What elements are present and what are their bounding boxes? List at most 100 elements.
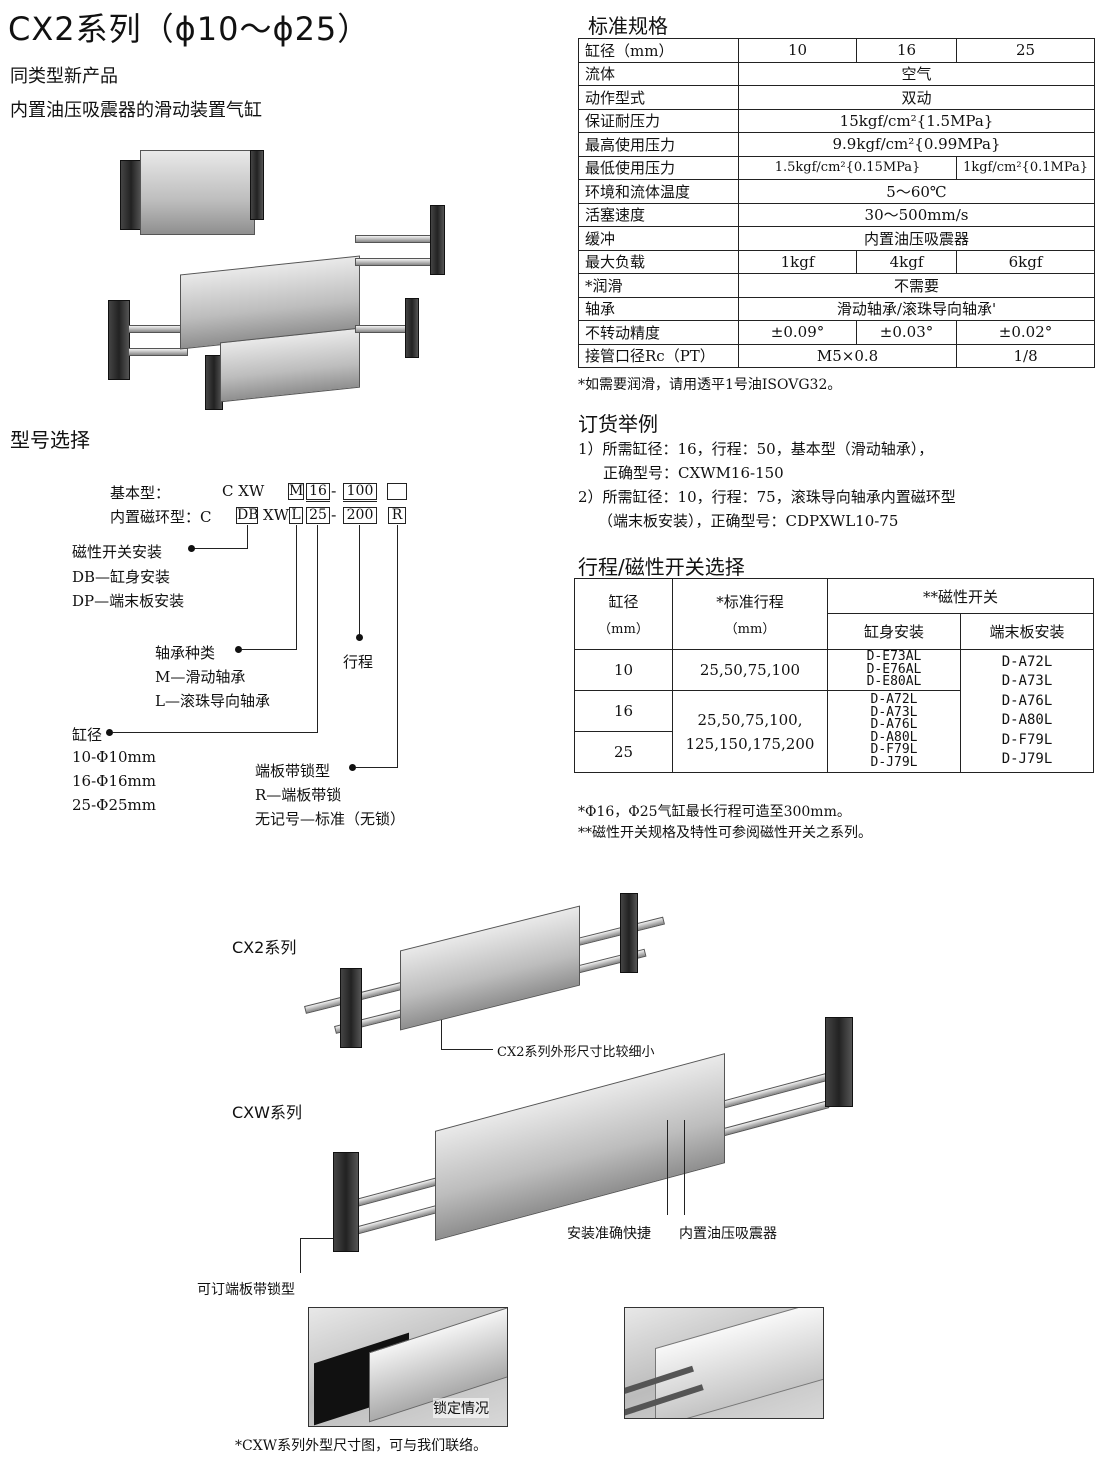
table-row: 缸径（mm） 10 16 25 — [578, 38, 1095, 63]
bore-25: 25-Φ25mm — [72, 796, 156, 814]
bore-dot — [106, 729, 113, 736]
basic-dash: - — [331, 482, 337, 500]
spec-label: 活塞速度 — [578, 202, 739, 227]
spec-label: 最大负载 — [578, 249, 739, 274]
cx2-series-label: CX2系列 — [232, 938, 297, 957]
bore-header-label: 缸径 — [608, 593, 639, 611]
stroke-dot — [356, 634, 363, 641]
switch-model: D-A72L — [1001, 653, 1053, 670]
table-row: 缸径 （mm） *标准行程 （mm） **磁性开关 — [574, 578, 1094, 650]
bottom-note: *CXW系列外型尺寸图，可与我们联络。 — [235, 1438, 488, 1454]
lock-state-photo: 锁定情况 — [308, 1307, 508, 1427]
spec-cell: 滑动轴承/滚珠导向轴承' — [738, 296, 1095, 321]
switch-model: D-F79L — [870, 742, 918, 757]
switch-model: D-A76L — [870, 717, 918, 732]
bearing-label: 轴承种类 — [155, 644, 216, 662]
switch-model: D-E76AL — [866, 661, 922, 677]
stroke-note-2: **磁性开关规格及特性可参阅磁性开关之系列。 — [578, 825, 872, 841]
basic-m-box: M — [288, 483, 304, 500]
switch-mount-dot — [188, 545, 195, 552]
spec-cell: 16 — [855, 38, 958, 63]
spec-cell: 1/8 — [956, 343, 1095, 368]
spec-table: 缸径（mm） 10 16 25 流体 空气 动作型式 双动 保证耐压力 15kg… — [578, 38, 1095, 368]
col-body-header: 缸身安装 — [827, 613, 961, 650]
order-line-4: （端末板安装），正确型号：CDPXWL10-75 — [598, 512, 899, 530]
magnet-bore-box: 25 — [306, 507, 330, 524]
bearing-m: M—滑动轴承 — [155, 668, 246, 686]
order-heading: 订货举例 — [578, 412, 658, 436]
table-row: 最大负载 1kgf 4kgf 6kgf — [578, 249, 1095, 274]
basic-stroke-box: 100 — [343, 483, 377, 500]
spec-cell: 10 — [738, 38, 857, 63]
basic-bore-box: 16 — [306, 483, 330, 500]
switch-model: D-A80L — [1001, 712, 1053, 728]
basic-type-label: 基本型： — [110, 484, 171, 502]
col-end-header: 端末板安装 — [960, 613, 1094, 650]
callout-install: 安装准确快捷 — [567, 1226, 651, 1242]
spec-label: 缓冲 — [578, 226, 739, 251]
switch-model: D-E80AL — [866, 674, 922, 690]
spec-cell: 5～60℃ — [738, 179, 1095, 204]
table-row: 不转动精度 ±0.09° ±0.03° ±0.02° — [578, 320, 1095, 345]
stroke-note-1: *Φ16，Φ25气缸最长行程可造至300mm。 — [578, 804, 851, 820]
spec-label: 最低使用压力 — [578, 155, 739, 180]
table-row: 缸身安装 端末板安装 — [575, 613, 1094, 650]
switch-body-cell: D-E73AL D-E76AL D-E80AL — [827, 649, 961, 691]
table-row: 接管口径Rc（PT） M5×0.8 1/8 — [578, 343, 1095, 368]
table-row: 最低使用压力 1.5kgf/cm²{0.15MPa} 1kgf/cm²{0.1M… — [578, 155, 1095, 180]
lock-r: R—端板带锁 — [255, 786, 342, 804]
spec-label: 接管口径Rc（PT） — [578, 343, 739, 368]
spec-cell: 30～500mm/s — [738, 202, 1095, 227]
product-image-group — [100, 130, 460, 415]
lock-dot — [349, 764, 356, 771]
subtitle-new-product: 同类型新产品 — [10, 66, 118, 87]
stroke-header-unit: （mm） — [724, 622, 776, 637]
bore-16: 16-Φ16mm — [72, 772, 156, 790]
table-row: *润滑 不需要 — [578, 273, 1095, 298]
switch-end-cell: D-A72L D-A73L D-A76L D-A80L D-F79L D-J79… — [960, 649, 1094, 773]
table-row: 环境和流体温度 5～60℃ — [578, 179, 1095, 204]
cylinder-detail-photo — [624, 1307, 824, 1419]
stroke-values: 125,150,175,200 — [685, 734, 815, 753]
table-row: 16 25,50,75,100, 125,150,175,200 D-A72L … — [574, 690, 1094, 773]
photo-caption: 锁定情况 — [433, 1398, 489, 1418]
switch-model: D-A72L — [870, 692, 918, 707]
switch-model: D-A73L — [1001, 673, 1053, 689]
bore-cell: 16 — [574, 690, 673, 732]
order-line-1: 1）所需缸径：16，行程：50，基本型（滑动轴承）， — [578, 440, 934, 458]
model-heading: 型号选择 — [10, 428, 90, 452]
bearing-l: L—滚珠导向轴承 — [155, 692, 270, 710]
switch-dp: DP—端末板安装 — [72, 592, 185, 610]
bore-header-unit: （mm） — [598, 622, 649, 637]
switch-model: D-A80L — [870, 729, 918, 745]
cx2-note: CX2系列外形尺寸比较细小 — [497, 1045, 655, 1060]
table-row: 10 25,50,75,100 D-E73AL D-E76AL D-E80AL … — [574, 649, 1094, 773]
spec-label: 不转动精度 — [578, 320, 739, 345]
spec-cell: 1kgf/cm²{0.1MPa} — [956, 155, 1095, 180]
switch-model: D-A73L — [870, 704, 918, 720]
lock-label: 端板带锁型 — [255, 762, 331, 780]
spec-heading: 标准规格 — [588, 14, 668, 38]
spec-label: 轴承 — [578, 296, 739, 321]
magnet-type-label: 内置磁环型：C — [110, 508, 212, 526]
col-bore-header: 缸径 （mm） — [574, 578, 673, 650]
spec-cell: ±0.09° — [738, 320, 857, 345]
magnet-l-box: L — [289, 507, 303, 524]
magnet-xw: XW — [263, 506, 290, 524]
stroke-cell: 25,50,75,100 — [672, 649, 828, 691]
switch-model: D-E73AL — [866, 649, 922, 665]
stroke-heading: 行程/磁性开关选择 — [578, 555, 745, 579]
switch-mount-label: 磁性开关安装 — [72, 543, 163, 561]
spec-label: 保证耐压力 — [578, 108, 739, 133]
order-line-2: 正确型号：CXWM16-150 — [603, 464, 784, 482]
callout-lock: 可订端板带锁型 — [197, 1282, 295, 1298]
spec-footnote: *如需要润滑，请用透平1号油ISOVG32。 — [578, 377, 842, 393]
switch-model: D-J79L — [1001, 751, 1053, 767]
spec-cell: M5×0.8 — [737, 343, 958, 368]
basic-lock-box — [387, 483, 407, 500]
bearing-dot — [235, 646, 242, 653]
cxw-series-label: CXW系列 — [232, 1103, 302, 1122]
col-stroke-header: *标准行程 （mm） — [672, 578, 828, 650]
stroke-table: 缸径 （mm） *标准行程 （mm） **磁性开关 缸身安装 端末板安装 10 … — [574, 578, 1094, 773]
stroke-label: 行程 — [343, 653, 374, 671]
